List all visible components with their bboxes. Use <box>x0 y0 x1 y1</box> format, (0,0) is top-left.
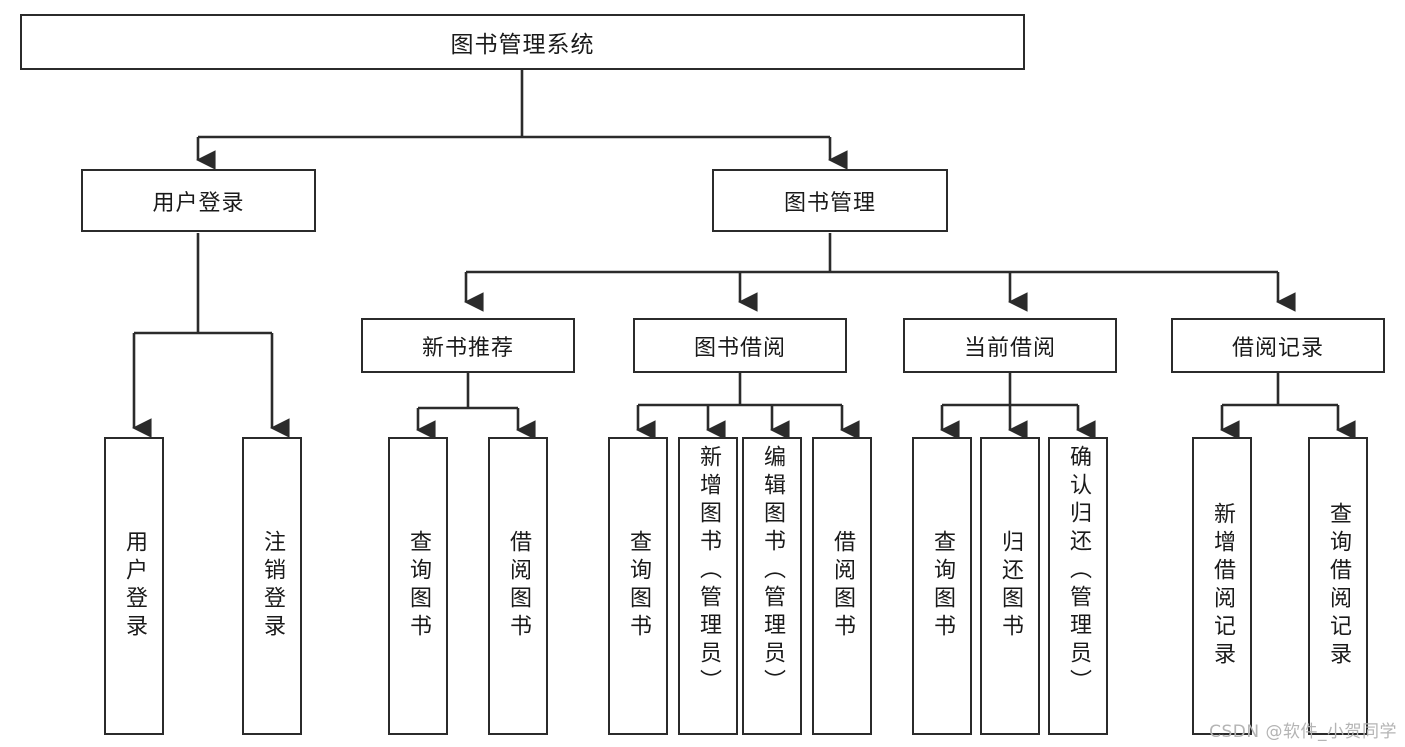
node-book-borrow[interactable]: 图书借阅 <box>633 318 847 373</box>
node-leaf-query-book-1[interactable]: 查询图书 <box>388 437 448 735</box>
node-borrow-record[interactable]: 借阅记录 <box>1171 318 1385 373</box>
node-leaf-borrow-book-2[interactable]: 借阅图书 <box>812 437 872 735</box>
node-book-manage[interactable]: 图书管理 <box>712 169 948 232</box>
watermark-text: CSDN @软件_小贺同学 <box>1209 722 1397 742</box>
node-leaf-edit-book[interactable]: 编辑图书（管理员） <box>742 437 802 735</box>
node-leaf-query-book-3[interactable]: 查询图书 <box>912 437 972 735</box>
node-leaf-return-book[interactable]: 归还图书 <box>980 437 1040 735</box>
node-leaf-borrow-book-1[interactable]: 借阅图书 <box>488 437 548 735</box>
node-leaf-query-book-2[interactable]: 查询图书 <box>608 437 668 735</box>
node-leaf-confirm-return[interactable]: 确认归还（管理员） <box>1048 437 1108 735</box>
node-leaf-add-record[interactable]: 新增借阅记录 <box>1192 437 1252 735</box>
node-leaf-add-book[interactable]: 新增图书（管理员） <box>678 437 738 735</box>
node-leaf-query-record[interactable]: 查询借阅记录 <box>1308 437 1368 735</box>
node-user-login[interactable]: 用户登录 <box>81 169 316 232</box>
node-root[interactable]: 图书管理系统 <box>20 14 1025 70</box>
node-leaf-user-login[interactable]: 用户登录 <box>104 437 164 735</box>
node-current-borrow[interactable]: 当前借阅 <box>903 318 1117 373</box>
node-leaf-logout[interactable]: 注销登录 <box>242 437 302 735</box>
node-new-book-rec[interactable]: 新书推荐 <box>361 318 575 373</box>
